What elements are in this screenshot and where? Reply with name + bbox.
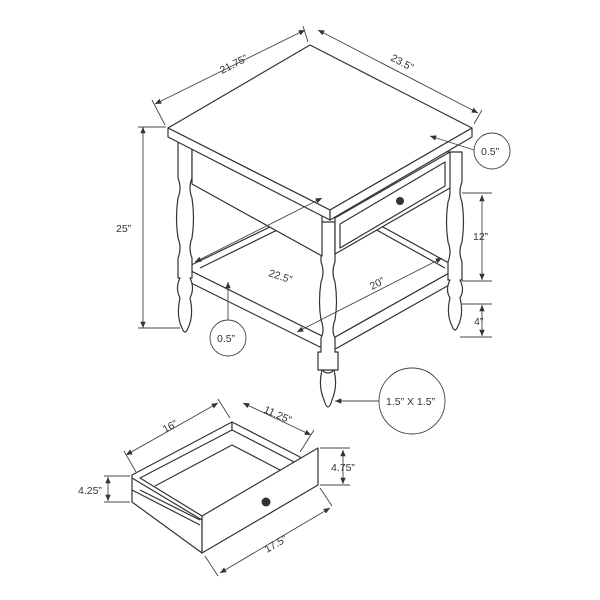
label-leg-size: 1.5” X 1.5” <box>386 396 436 408</box>
label-drawer-inner-width: 11.25” <box>262 404 294 427</box>
drawer-knob-detached <box>261 497 271 507</box>
label-drawer-depth: 16” <box>161 418 180 436</box>
label-top-thickness: 0.5” <box>481 146 500 158</box>
label-drawer-section-height: 12” <box>473 231 489 243</box>
label-shelf-thickness: 0.5” <box>217 333 236 345</box>
label-table-height: 25” <box>116 223 132 235</box>
leg-size-callout <box>378 367 446 435</box>
drawer-front <box>334 151 451 255</box>
drawer-knob <box>396 197 404 205</box>
shelf-thickness-callout <box>209 319 247 357</box>
label-drawer-front-width: 17.5” <box>263 533 290 556</box>
label-table-depth: 23.5” <box>389 52 416 74</box>
drawer-back <box>231 421 301 466</box>
drawer-front-panel <box>201 447 319 554</box>
label-table-width: 21.75” <box>218 52 250 76</box>
label-shelf-clearance: 4” <box>474 316 484 328</box>
top-thickness-callout <box>473 132 511 170</box>
end-table <box>167 44 473 408</box>
right-leg <box>445 151 465 331</box>
dimension-lines <box>138 25 511 435</box>
drawer <box>104 398 350 577</box>
label-drawer-front-height: 4.75” <box>331 462 355 474</box>
left-leg <box>175 139 195 333</box>
front-leg-foot <box>319 369 337 408</box>
label-drawer-side-height: 4.25” <box>78 485 102 497</box>
